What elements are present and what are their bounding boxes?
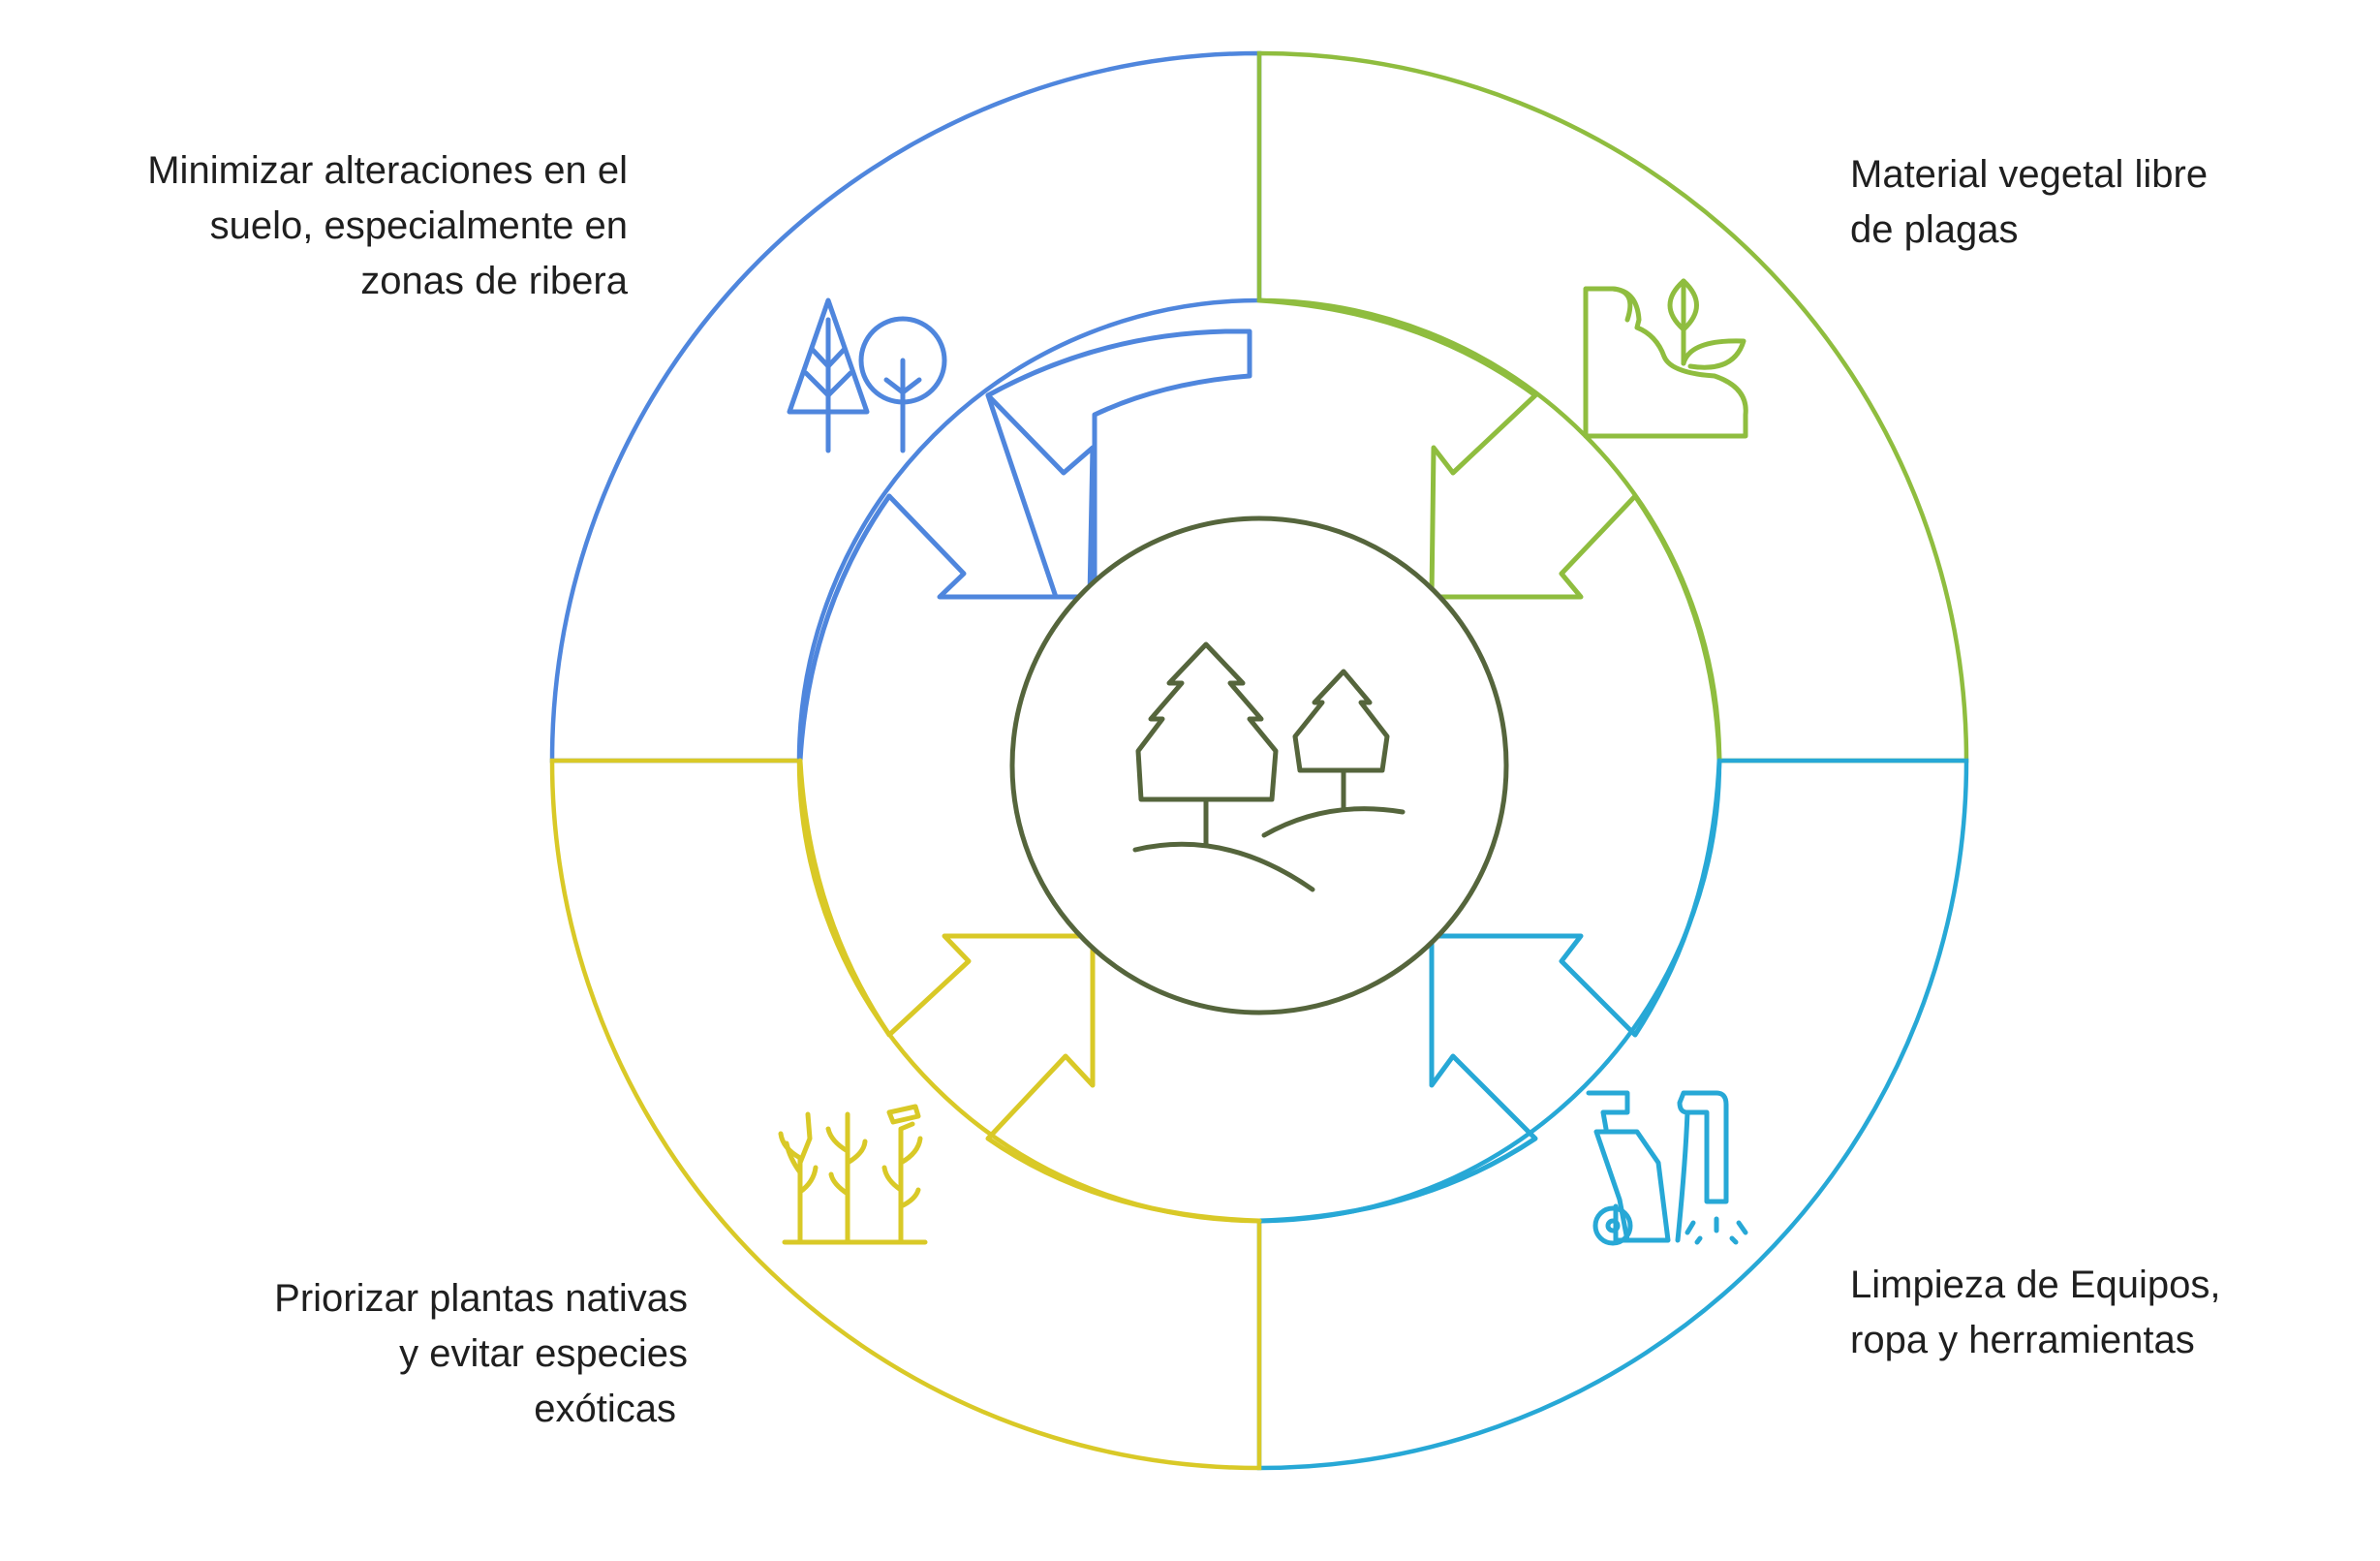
outer-quadrant-top-right — [1256, 50, 1969, 764]
label-top-left-line-2: suelo, especialmente en — [209, 204, 628, 247]
sprouting-plant-icon — [1583, 278, 1748, 439]
pressure-washer-icon — [1586, 1090, 1748, 1246]
native-plants-icon — [778, 1104, 928, 1245]
label-top-left-line-1: Minimizar alteraciones en el — [147, 149, 628, 192]
label-bottom-left-line-1: Priorizar plantas nativas — [274, 1277, 688, 1320]
arrow-top-left-upper — [985, 328, 1252, 600]
outer-quadrant-bottom-left — [549, 758, 1262, 1471]
arrow-top-left-upper-head — [886, 392, 1096, 600]
label-bottom-left-line-3: exóticas — [534, 1388, 676, 1430]
label-bottom-right: Limpieza de Equipos, ropa y herramientas — [1850, 1258, 2220, 1368]
center-circle — [1009, 515, 1509, 1015]
label-bottom-left: Priorizar plantas nativas y evitar espec… — [274, 1271, 688, 1437]
trees-icon — [787, 297, 947, 453]
label-top-left: Minimizar alteraciones en el suelo, espe… — [147, 143, 628, 309]
label-bottom-left-line-2: y evitar especies — [399, 1332, 688, 1375]
outer-quadrant-top-left — [549, 50, 1262, 764]
label-bottom-right-line-1: Limpieza de Equipos, — [1850, 1264, 2221, 1306]
label-top-right-line-1: Material vegetal libre — [1850, 153, 2209, 196]
label-top-right: Material vegetal libre de plagas — [1850, 147, 2208, 258]
arrow-top-left-lower — [797, 493, 892, 764]
forest-hills-icon — [1132, 641, 1406, 892]
label-top-right-line-2: de plagas — [1850, 208, 2019, 251]
outer-quadrant-bottom-right — [1256, 758, 1969, 1471]
label-top-left-line-3: zonas de ribera — [360, 260, 628, 302]
label-bottom-right-line-2: ropa y herramientas — [1850, 1319, 2195, 1361]
outer-ring — [549, 50, 1969, 1471]
